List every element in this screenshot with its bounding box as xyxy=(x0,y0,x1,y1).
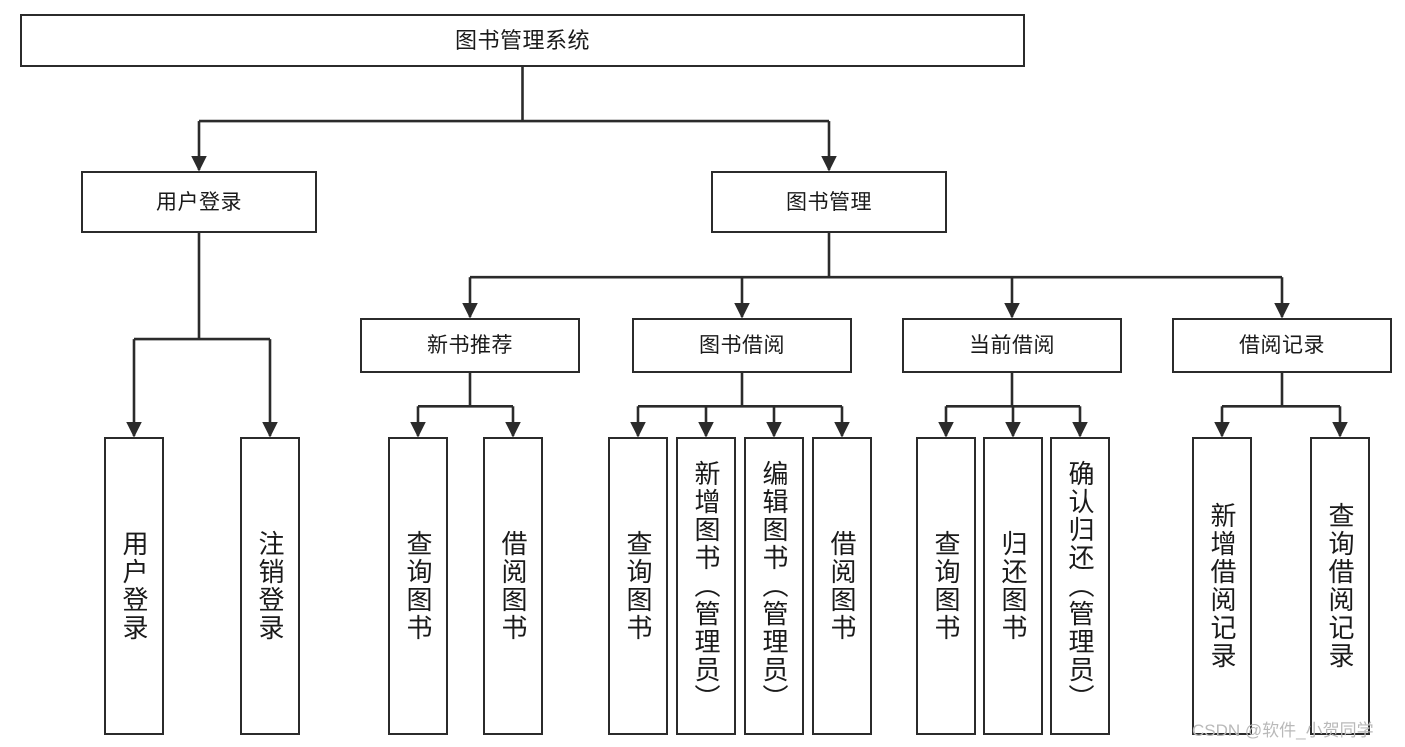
node-label: 图书管理 xyxy=(786,190,872,214)
node-book-manage[interactable]: 图书管理 xyxy=(711,171,947,233)
node-new-book-recommend[interactable]: 新书推荐 xyxy=(360,318,580,373)
node-user-login[interactable]: 用户登录 xyxy=(81,171,317,233)
csdn-watermark: CSDN @软件_小贺同学 xyxy=(1192,721,1374,740)
node-label: 确认归还（管理员） xyxy=(1065,460,1096,712)
node-label: 注销登录 xyxy=(255,530,286,642)
node-leaf-add-record[interactable]: 新增借阅记录 xyxy=(1192,437,1252,735)
node-label: 用户登录 xyxy=(119,530,150,642)
node-leaf-query-record[interactable]: 查询借阅记录 xyxy=(1310,437,1370,735)
node-label: 归还图书 xyxy=(998,530,1029,642)
node-leaf-return-book[interactable]: 归还图书 xyxy=(983,437,1043,735)
node-leaf-add-book[interactable]: 新增图书（管理员） xyxy=(676,437,736,735)
node-leaf-query-book-3[interactable]: 查询图书 xyxy=(916,437,976,735)
node-root[interactable]: 图书管理系统 xyxy=(20,14,1025,67)
node-leaf-edit-book[interactable]: 编辑图书（管理员） xyxy=(744,437,804,735)
node-borrow-record[interactable]: 借阅记录 xyxy=(1172,318,1392,373)
node-book-borrow[interactable]: 图书借阅 xyxy=(632,318,852,373)
node-leaf-borrow-book-1[interactable]: 借阅图书 xyxy=(483,437,543,735)
node-label: 图书管理系统 xyxy=(454,27,590,53)
node-leaf-confirm-return[interactable]: 确认归还（管理员） xyxy=(1050,437,1110,735)
node-leaf-query-book-1[interactable]: 查询图书 xyxy=(388,437,448,735)
node-label: 查询图书 xyxy=(931,530,962,642)
node-label: 新增借阅记录 xyxy=(1207,502,1238,670)
node-leaf-borrow-book-2[interactable]: 借阅图书 xyxy=(812,437,872,735)
node-label: 查询图书 xyxy=(403,530,434,642)
node-leaf-query-book-2[interactable]: 查询图书 xyxy=(608,437,668,735)
node-label: 新增图书（管理员） xyxy=(691,460,722,712)
node-label: 查询借阅记录 xyxy=(1325,502,1356,670)
node-leaf-user-login[interactable]: 用户登录 xyxy=(104,437,164,735)
node-label: 当前借阅 xyxy=(969,334,1055,357)
node-label: 借阅图书 xyxy=(498,530,529,642)
node-label: 编辑图书（管理员） xyxy=(759,460,790,712)
node-label: 借阅记录 xyxy=(1239,334,1325,357)
node-current-borrow[interactable]: 当前借阅 xyxy=(902,318,1122,373)
node-label: 查询图书 xyxy=(623,530,654,642)
node-label: 新书推荐 xyxy=(427,334,513,357)
node-leaf-logout[interactable]: 注销登录 xyxy=(240,437,300,735)
node-label: 用户登录 xyxy=(156,190,242,214)
node-label: 借阅图书 xyxy=(827,530,858,642)
node-label: 图书借阅 xyxy=(699,334,785,357)
